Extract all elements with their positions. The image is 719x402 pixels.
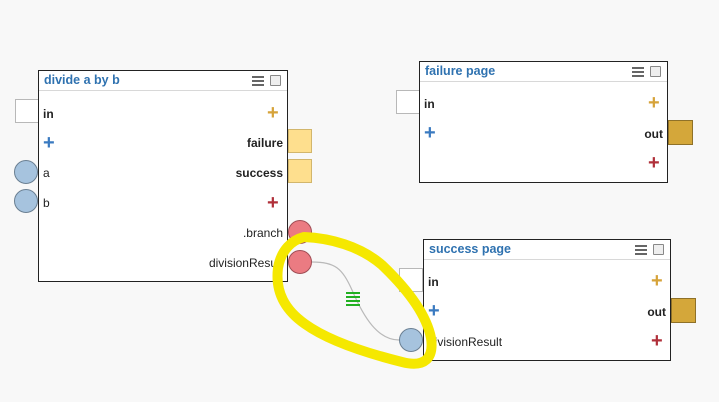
port-label-in: in bbox=[43, 107, 54, 121]
divide-b-port[interactable] bbox=[14, 189, 38, 213]
add-input-plus-icon[interactable]: + bbox=[428, 300, 440, 322]
add-input-plus-icon[interactable]: + bbox=[43, 132, 55, 154]
add-output-plus-icon[interactable]: + bbox=[648, 152, 660, 174]
hamburger-menu-icon[interactable] bbox=[632, 67, 644, 77]
hamburger-menu-icon[interactable] bbox=[252, 76, 264, 86]
node-failure-page[interactable]: failure page in + + out + bbox=[419, 61, 668, 183]
port-label-in: in bbox=[428, 275, 439, 289]
add-flow-output-plus-icon[interactable]: + bbox=[267, 102, 279, 124]
port-label-b: b bbox=[43, 196, 50, 210]
add-flow-output-plus-icon[interactable]: + bbox=[648, 92, 660, 114]
port-label-failure: failure bbox=[246, 136, 283, 150]
divide-failure-port[interactable] bbox=[288, 129, 312, 153]
node-header[interactable]: failure page bbox=[420, 62, 667, 82]
failure-page-in-port[interactable] bbox=[396, 90, 420, 114]
highlight-annotation bbox=[272, 232, 437, 369]
node-title: divide a by b bbox=[44, 73, 120, 87]
connection-line bbox=[311, 261, 400, 341]
add-output-plus-icon[interactable]: + bbox=[651, 330, 663, 352]
port-label-in: in bbox=[424, 97, 435, 111]
add-flow-output-plus-icon[interactable]: + bbox=[651, 270, 663, 292]
port-label-out: out bbox=[647, 305, 666, 319]
divide-in-port[interactable] bbox=[15, 99, 39, 123]
checkbox-icon[interactable] bbox=[650, 66, 661, 77]
success-page-division-result-port[interactable] bbox=[399, 328, 423, 352]
node-title: failure page bbox=[425, 64, 496, 78]
node-success-page[interactable]: success page in + + out divisionResult + bbox=[423, 239, 671, 361]
divide-success-port[interactable] bbox=[288, 159, 312, 183]
failure-page-out-port[interactable] bbox=[668, 120, 693, 145]
checkbox-icon[interactable] bbox=[653, 244, 664, 255]
node-header[interactable]: success page bbox=[424, 240, 670, 260]
port-label-a: a bbox=[43, 166, 50, 180]
divide-a-port[interactable] bbox=[14, 160, 38, 184]
port-label-success: success bbox=[235, 166, 283, 180]
connection-handle-icon[interactable] bbox=[346, 292, 360, 306]
port-label-division-result: divisionResult bbox=[208, 256, 283, 270]
add-output-plus-icon[interactable]: + bbox=[267, 192, 279, 214]
divide-division-result-port[interactable] bbox=[288, 250, 312, 274]
port-label-out: out bbox=[644, 127, 663, 141]
add-input-plus-icon[interactable]: + bbox=[424, 122, 436, 144]
checkbox-icon[interactable] bbox=[270, 75, 281, 86]
port-label-branch: .branch bbox=[242, 226, 283, 240]
node-divide-a-by-b[interactable]: divide a by b in + + failure success a b… bbox=[38, 70, 288, 282]
port-label-division-result: divisionResult bbox=[428, 335, 503, 349]
hamburger-menu-icon[interactable] bbox=[635, 245, 647, 255]
node-title: success page bbox=[429, 242, 511, 256]
node-header[interactable]: divide a by b bbox=[39, 71, 287, 91]
success-page-out-port[interactable] bbox=[671, 298, 696, 323]
